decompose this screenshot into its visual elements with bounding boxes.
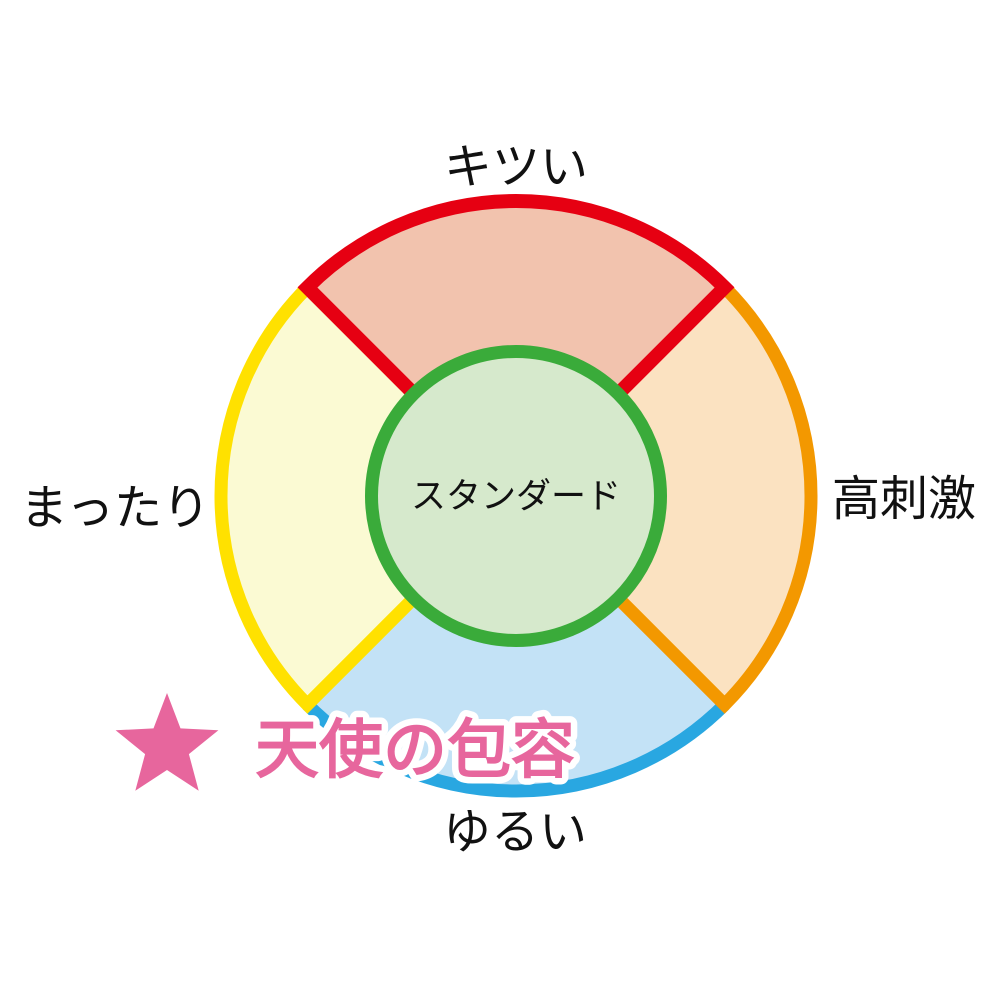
center-circle xyxy=(365,345,667,647)
sector-top-fill xyxy=(307,200,725,397)
star-icon xyxy=(115,693,219,791)
sector-bottom-fill xyxy=(307,595,725,792)
sector-top-label: キツい xyxy=(444,141,588,194)
sector-right-label: 高刺激 xyxy=(832,473,976,526)
sector-top-border xyxy=(297,194,735,399)
sector-bottom-border xyxy=(302,700,730,798)
sector-left-fill xyxy=(220,287,417,705)
sector-bottom-label: ゆるい xyxy=(443,806,587,859)
center-label: スタンダード xyxy=(411,477,621,516)
sector-right-fill xyxy=(615,287,812,705)
sector-right-border xyxy=(613,282,818,714)
sector-left-border xyxy=(214,282,419,714)
sector-left-label: まったり xyxy=(20,482,210,535)
annotation-label: 天使の包容 xyxy=(255,714,575,786)
